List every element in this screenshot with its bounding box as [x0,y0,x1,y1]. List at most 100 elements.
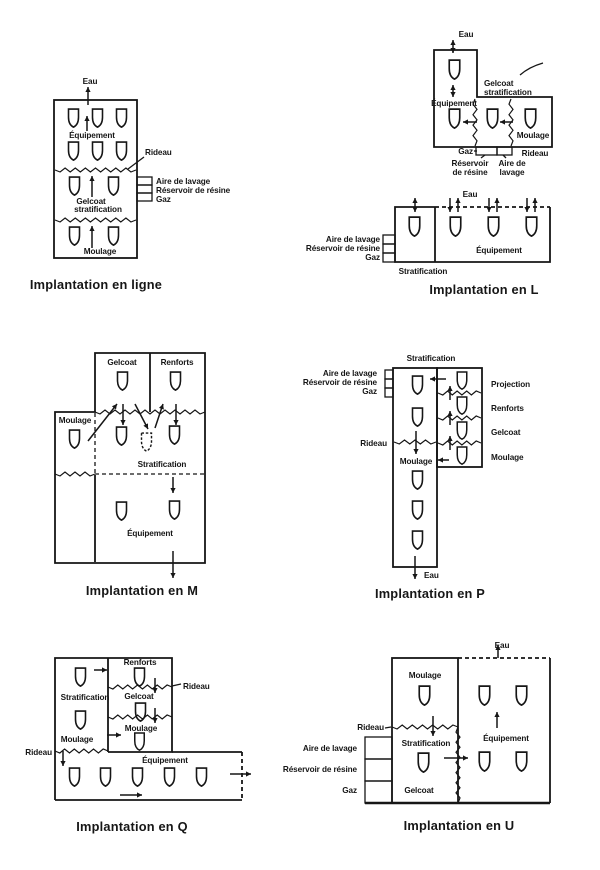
washing-area-box [384,369,394,380]
gas-label: Gaz [156,195,171,204]
boat-hull-icon [168,500,181,520]
boat-hull-icon [411,500,424,520]
flow-arrow [120,404,126,425]
zone-label-moulage: Moulage [517,131,550,140]
flow-arrow [412,198,418,212]
zone-label-stratification: stratification [484,88,532,97]
gas-box [364,780,393,804]
flow-arrow [120,792,142,798]
boat-hull-icon [456,396,468,415]
boat-hull-icon [168,425,181,445]
boat-hull-icon [115,141,128,161]
boat-hull-icon [478,685,491,706]
boat-hull-icon [74,667,87,687]
zone-label-stratification: Stratification [61,693,110,702]
gas-label: Gaz [342,786,357,795]
zone-label-equipement: Équipement [127,528,173,538]
curtain-label: Rideau [522,149,549,158]
l-shape-outline [433,49,553,148]
boat-hull-icon [456,371,468,390]
boat-hull-icon [449,216,462,237]
boat-hull-icon [487,216,500,237]
hall-outline [394,206,551,263]
washing-area-label: Aire de [498,159,526,168]
zone-label-gelcoat: Gelcoat [76,197,106,206]
zone-label-projection: Projection [491,380,530,389]
zone-label-equipement: Équipement [69,130,115,140]
boat-hull-icon [116,371,129,391]
curtain-zigzag-divider [54,167,137,173]
flow-arrow [107,732,121,738]
zone-label-moulage: Moulage [400,457,433,466]
flow-arrow [89,226,95,248]
boat-hull-icon [448,59,461,80]
boat-hull-icon [107,176,120,196]
boat-hull-icon [448,108,461,129]
boat-hull-icon [525,216,538,237]
boat-hull-icon [478,751,491,772]
flow-arrow [447,411,453,425]
flow-arrow [444,755,468,761]
zone-label-renforts: Renforts [124,658,157,667]
flow-arrow [60,751,66,766]
boat-hull-icon [411,407,424,427]
flow-arrow [495,645,501,658]
boat-hull-icon [107,226,120,246]
boat-hull-icon [67,108,80,128]
resin-tank-box [136,184,153,194]
boat-hull-icon [68,226,81,246]
washing-area-box [496,146,513,156]
pointer-curve [519,62,544,76]
curtain-label: Rideau [357,723,384,732]
zigzag-divider [437,440,482,446]
boat-hull-icon [68,767,81,787]
water-exit-label: Eau [495,641,510,650]
zone-label-gelcoat: Gelcoat [491,428,521,437]
flow-arrow [89,176,95,197]
diagram-caption: Implantation en Q [76,819,187,834]
curtain-label: Rideau [25,748,52,757]
boat-hull-icon [515,685,528,706]
diagram-implantation-P: Stratification Aire de lavage Réservoir … [303,354,530,601]
curtain-zigzag-divider [393,439,437,445]
zone-label-stratification: Stratification [399,267,448,276]
block-outline [54,657,173,753]
resin-tank-box [382,243,396,254]
water-exit-label: Eau [463,190,478,199]
flow-arrow [94,667,107,673]
diagram-implantation-Q: Renforts Rideau Stratification Gelcoat M… [25,657,251,834]
boat-hull-icon [486,108,499,129]
boat-hull-icon [169,371,182,391]
boat-hull-icon [418,685,431,706]
gas-box [384,387,394,398]
flow-arrow [170,477,176,493]
flow-arrow [430,716,436,736]
zone-label-gelcoat: Gelcoat [404,786,434,795]
flow-arrow [494,198,500,212]
curtain-zigzag-divider [107,684,173,690]
boat-hull-icon [411,530,424,550]
boat-hull-icon [524,108,537,129]
diagram-caption: Implantation en L [429,282,538,297]
curtain-label: Rideau [360,439,387,448]
zone-label-stratification: Stratification [407,354,456,363]
gas-label: Gaz [362,387,377,396]
zigzag-divider [54,471,96,477]
pointer-line [127,156,145,170]
flow-arrow [447,198,453,212]
curtain-zigzag-divider [54,748,109,754]
boat-hull-icon [91,108,104,128]
flow-arrow [152,708,158,723]
flow-arrow [230,771,251,777]
zone-label-equipement: Équipement [142,755,188,765]
flow-arrow [450,40,456,53]
boat-hull-icon [133,667,146,687]
curtain-label: Rideau [145,148,172,157]
flow-arrow [438,457,449,463]
zone-label-moulage: Moulage [491,453,524,462]
diagram-implantation-M: Gelcoat Renforts Moulage Stratification … [54,352,206,598]
diagram-caption: Implantation en ligne [30,277,162,292]
zone-label-stratification: stratification [74,205,122,214]
boat-hull-icon [411,470,424,490]
